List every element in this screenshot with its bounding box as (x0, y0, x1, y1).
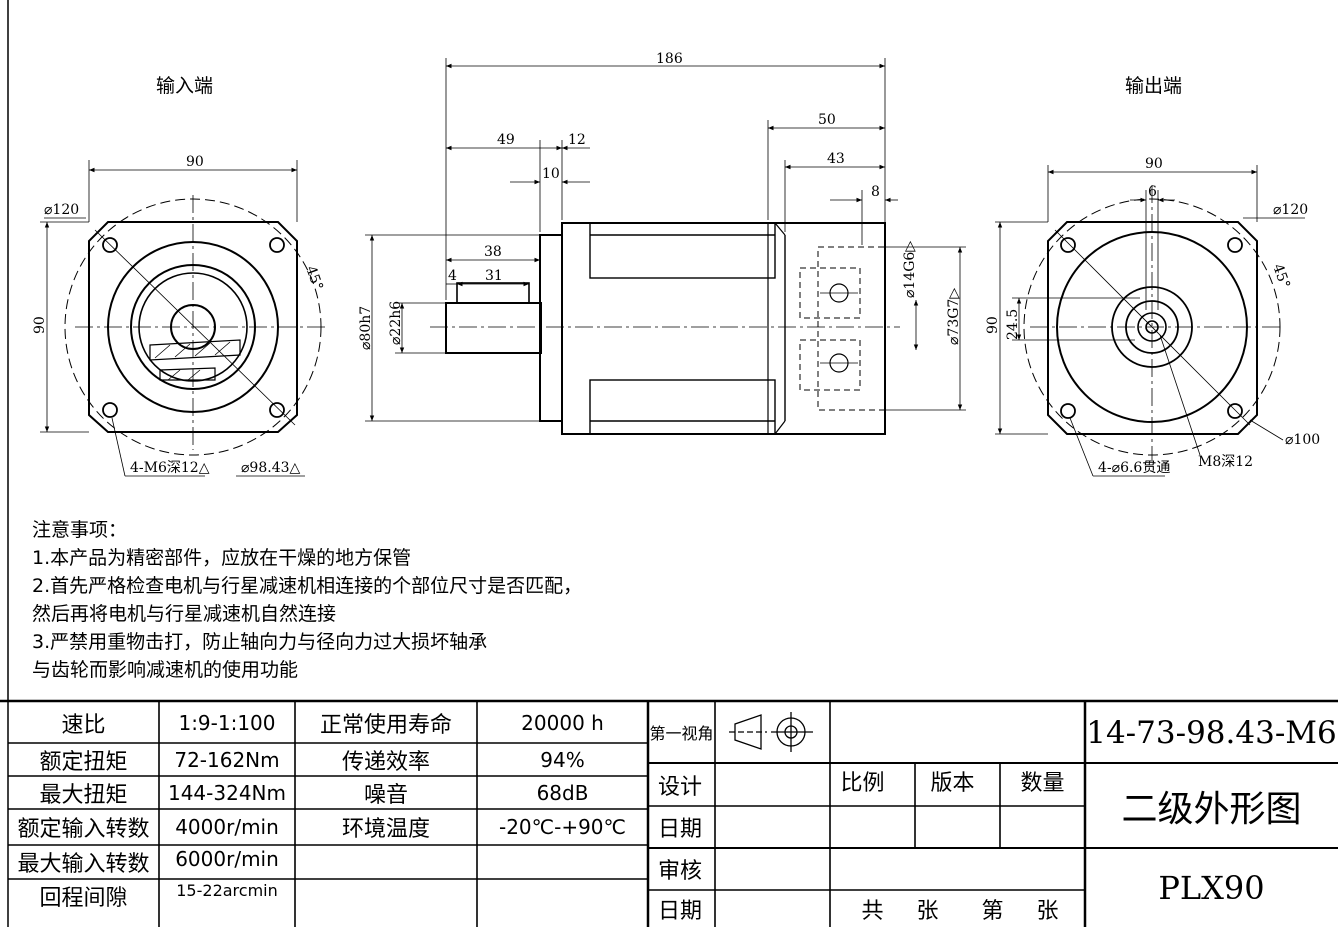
output-pcd-label: ⌀120 (1273, 202, 1308, 218)
spec-label: 环境温度 (341, 817, 430, 842)
note-line-4: 3.严禁用重物击打，防止轴向力与径向力过大损坏轴承 (32, 631, 488, 653)
spec-value: 6000r/min (175, 847, 279, 871)
input-width-label: 90 (186, 154, 204, 170)
side-31-label: 31 (485, 268, 503, 284)
output-6-label: 6 (1148, 184, 1157, 200)
sheet-label: 张 (1036, 898, 1059, 924)
model-name: PLX90 (1158, 868, 1265, 907)
spec-value: 144-324Nm (167, 780, 286, 805)
spec-label: 速比 (61, 713, 106, 738)
input-view-title: 输入端 (156, 75, 213, 97)
output-d100-label: ⌀100 (1285, 432, 1320, 448)
output-angle-label: 45° (1269, 262, 1293, 291)
side-8-label: 8 (871, 184, 880, 200)
output-m8-label: M8深12 (1198, 454, 1253, 470)
output-width-label: 90 (1145, 156, 1163, 172)
spec-label: 额定输入转数 (17, 817, 150, 842)
first-angle-projection-icon (729, 712, 813, 752)
spec-label: 最大扭矩 (39, 782, 128, 808)
input-height-label: 90 (32, 316, 48, 334)
spec-label: 回程间隙 (39, 886, 128, 911)
total-label: 共 (861, 898, 884, 924)
review-label: 审核 (658, 859, 703, 884)
spec-label: 额定扭矩 (39, 749, 128, 775)
side-10-label: 10 (542, 166, 560, 182)
input-end-view: 输入端 90 90 ⌀120 (32, 75, 326, 477)
note-line-1: 1.本产品为精密部件，应放在干燥的地方保管 (32, 547, 412, 569)
output-end-view: 输出端 90 6 90 24.5 ⌀120 45° ⌀100 (985, 75, 1320, 477)
input-holes-label: 4-M6深12△ (130, 460, 210, 476)
date-label: 日期 (658, 817, 703, 842)
spec-value: -20℃-+90℃ (498, 815, 626, 839)
side-d22-label: ⌀22h6 (388, 301, 404, 345)
input-angle-label: 45° (302, 264, 326, 293)
note-line-2: 2.首先严格检查电机与行星减速机相连接的个部位尺寸是否匹配， (32, 575, 583, 597)
side-d80-label: ⌀80h7 (358, 306, 374, 350)
spec-value: 20000 h (521, 711, 604, 735)
side-view: 186 49 12 10 50 43 8 38 4 31 ⌀80h7 ⌀ (358, 51, 966, 435)
note-line-3: 然后再将电机与行星减速机自然连接 (32, 603, 337, 625)
output-holes-label: 4-⌀6.6贯通 (1098, 460, 1170, 476)
output-height-label: 90 (985, 316, 1001, 334)
date-label: 日期 (658, 898, 703, 924)
spec-value: 68dB (536, 780, 589, 805)
side-overall-label: 186 (656, 51, 683, 67)
input-bore-label: ⌀98.43△ (241, 460, 301, 476)
spec-label: 正常使用寿命 (319, 713, 452, 738)
side-50-label: 50 (818, 112, 836, 128)
spec-value: 1:9-1:100 (178, 711, 276, 735)
projection-label: 第一视角 (649, 724, 714, 743)
technical-drawing: 输入端 90 90 ⌀120 (7, 0, 1320, 700)
spec-label: 噪音 (363, 782, 408, 808)
side-d14-label: ⌀14G6▷ (902, 241, 918, 298)
version-label: 版本 (930, 771, 975, 796)
scale-label: 比例 (840, 771, 885, 796)
note-line-5: 与齿轮而影响减速机的使用功能 (32, 659, 299, 681)
sheet-label: 张 (916, 898, 939, 924)
spec-value: 15-22arcmin (176, 880, 278, 900)
drawing-name: 二级外形图 (1121, 788, 1302, 830)
drawing-code: 14-73-98.43-M6 (1086, 715, 1337, 751)
side-4-label: 4 (448, 268, 457, 284)
spec-value: 94% (540, 747, 585, 772)
design-label: 设计 (658, 774, 703, 800)
output-view-title: 输出端 (1125, 75, 1182, 97)
spec-value: 4000r/min (175, 815, 279, 839)
side-43-label: 43 (827, 151, 845, 167)
spec-label: 传递效率 (341, 749, 430, 775)
side-d73-label: ⌀73G7▷ (946, 288, 962, 345)
input-pcd-label: ⌀120 (44, 202, 79, 218)
side-38-label: 38 (484, 244, 502, 260)
notes-title: 注意事项： (32, 519, 128, 541)
spec-label: 最大输入转数 (17, 852, 150, 877)
output-245-label: 24.5 (1005, 309, 1021, 340)
number-label: 第 (981, 898, 1004, 924)
spec-value: 72-162Nm (174, 747, 280, 772)
side-12-label: 12 (568, 132, 586, 148)
quantity-label: 数量 (1020, 771, 1065, 796)
side-49-label: 49 (497, 132, 515, 148)
